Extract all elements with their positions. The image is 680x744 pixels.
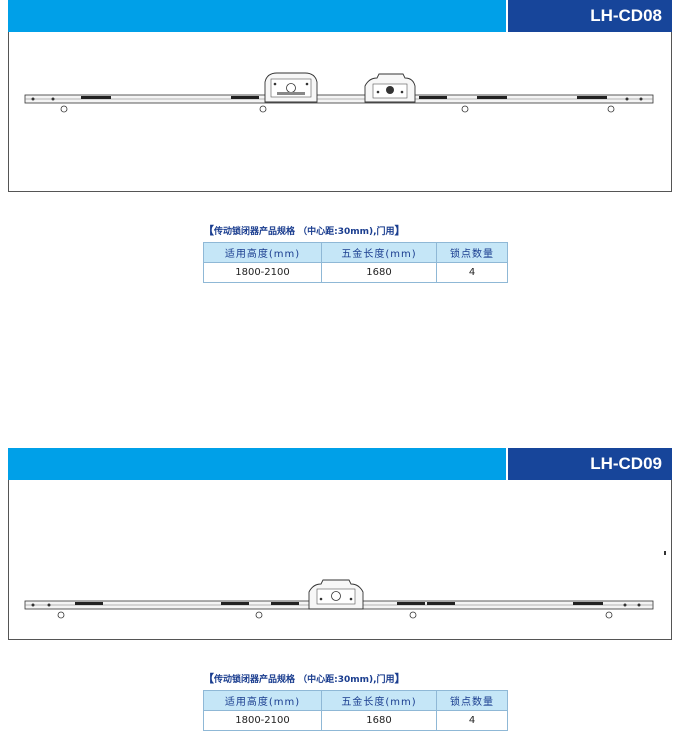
header-height: 适用高度(mm) (203, 242, 322, 263)
spec-title-text: 传动锁闭器产品规格 （中心距:30mm),门用 (214, 675, 395, 685)
header-lock-points: 锁点数量 (436, 242, 508, 263)
header-length: 五金长度(mm) (321, 242, 437, 263)
cell-height: 1800-2100 (203, 710, 322, 731)
lock-bar-drawing-cd08 (24, 72, 654, 113)
title-bracket-open: 【 (203, 224, 214, 237)
product-image-frame (8, 32, 672, 192)
spec-table: 适用高度(mm) 五金长度(mm) 锁点数量 1800-2100 1680 4 (203, 242, 508, 283)
table-row: 1800-2100 1680 4 (203, 262, 508, 283)
cell-length: 1680 (321, 710, 437, 731)
spec-title: 【传动锁闭器产品规格 （中心距:30mm),门用】 (203, 222, 406, 238)
stray-mark (664, 551, 666, 555)
product-header-bar: LH-CD09 (8, 448, 672, 480)
lock-bar-drawing-cd09 (24, 579, 654, 619)
spec-table: 适用高度(mm) 五金长度(mm) 锁点数量 1800-2100 1680 4 (203, 690, 508, 731)
header-accent-strip (8, 0, 506, 32)
cell-height: 1800-2100 (203, 262, 322, 283)
spec-table-header: 适用高度(mm) 五金长度(mm) 锁点数量 (203, 242, 508, 263)
header-height: 适用高度(mm) (203, 690, 322, 711)
product-image-frame (8, 480, 672, 640)
spec-title: 【传动锁闭器产品规格 （中心距:30mm),门用】 (203, 670, 406, 686)
product-code: LH-CD08 (590, 6, 662, 25)
spec-title-text: 传动锁闭器产品规格 （中心距:30mm),门用 (214, 227, 395, 237)
header-length: 五金长度(mm) (321, 690, 437, 711)
header-lock-points: 锁点数量 (436, 690, 508, 711)
cell-lock-points: 4 (436, 262, 508, 283)
product-code: LH-CD09 (590, 454, 662, 473)
product-code-badge: LH-CD09 (508, 448, 672, 480)
title-bracket-close: 】 (394, 224, 406, 237)
cell-lock-points: 4 (436, 710, 508, 731)
table-row: 1800-2100 1680 4 (203, 710, 508, 731)
cell-length: 1680 (321, 262, 437, 283)
spec-table-header: 适用高度(mm) 五金长度(mm) 锁点数量 (203, 690, 508, 711)
header-accent-strip (8, 448, 506, 480)
title-bracket-close: 】 (394, 672, 406, 685)
title-bracket-open: 【 (203, 672, 214, 685)
product-header-bar: LH-CD08 (8, 0, 672, 32)
product-code-badge: LH-CD08 (508, 0, 672, 32)
